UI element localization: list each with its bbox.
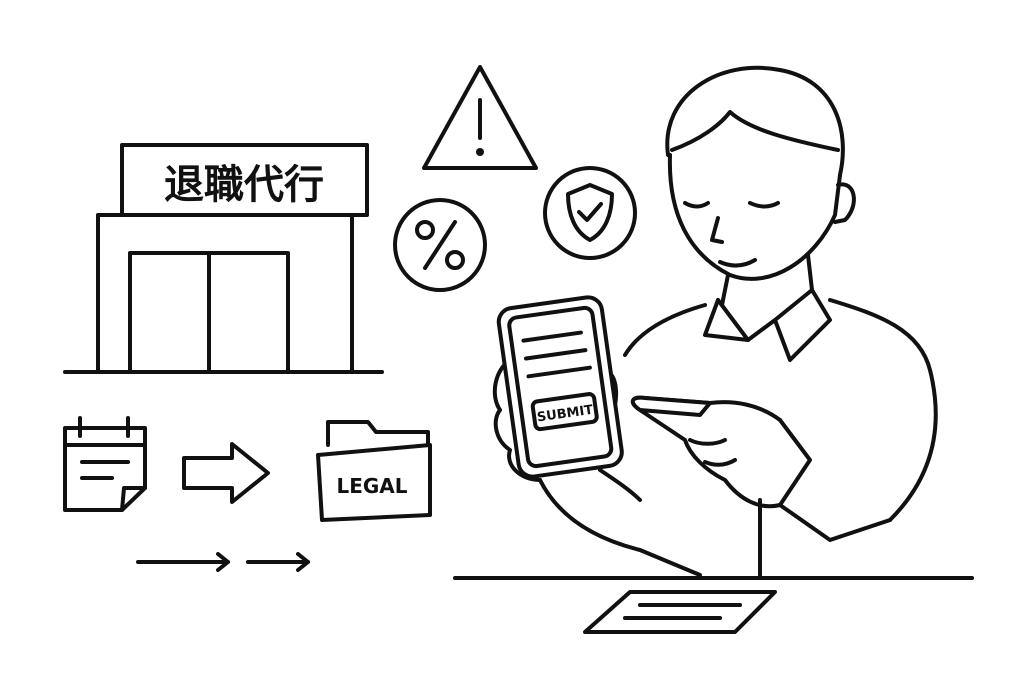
paper-document xyxy=(583,590,777,634)
progress-arrows xyxy=(136,552,310,572)
submit-button[interactable]: SUBMIT xyxy=(530,392,599,432)
pointing-finger xyxy=(630,395,712,417)
warning-icon xyxy=(422,65,538,170)
sign-text: 退職代行 xyxy=(164,162,324,208)
shield-check-icon xyxy=(543,166,637,260)
smartphone: SUBMIT xyxy=(496,295,624,479)
office-building: 退職代行 xyxy=(63,143,384,374)
percent-icon xyxy=(393,198,487,292)
folder-label: LEGAL xyxy=(336,474,407,498)
building-sign xyxy=(120,143,369,217)
calendar-icon xyxy=(63,416,147,512)
legal-folder-icon: LEGAL xyxy=(316,420,432,522)
arrow-right-icon xyxy=(182,442,270,504)
person xyxy=(538,65,938,580)
left-hand xyxy=(492,358,542,482)
